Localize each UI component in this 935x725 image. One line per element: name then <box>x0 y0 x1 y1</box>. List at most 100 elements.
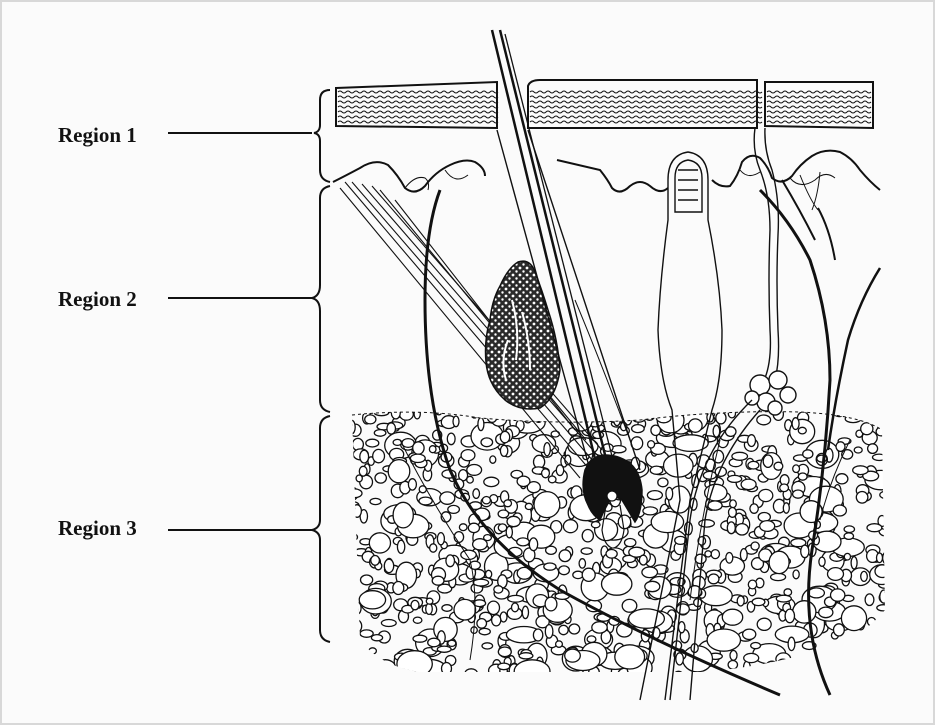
fat-cell <box>544 563 556 570</box>
fat-cell <box>470 406 478 418</box>
fat-cell <box>645 581 660 591</box>
fat-cell <box>374 409 389 416</box>
fat-cell <box>413 442 424 454</box>
fat-cell <box>479 628 490 634</box>
epidermis-texture-line <box>530 96 762 98</box>
fat-cell <box>716 412 726 424</box>
fat-cell <box>426 598 433 604</box>
fat-cell <box>861 423 873 435</box>
fat-cell <box>648 441 655 448</box>
fat-cell <box>478 418 484 431</box>
fat-cell <box>465 669 477 677</box>
region-2-label: Region 2 <box>58 287 137 312</box>
fat-cell <box>514 660 550 683</box>
fat-cell <box>851 557 857 569</box>
fat-cell <box>473 489 480 499</box>
region-3-label: Region 3 <box>58 516 137 541</box>
fat-cell <box>631 409 647 422</box>
epidermis-texture-line <box>338 106 498 108</box>
fat-cell <box>629 609 665 628</box>
fat-cell <box>792 418 799 430</box>
fat-cell <box>845 415 861 422</box>
fat-cell <box>748 461 759 469</box>
fat-cell <box>847 651 857 664</box>
fat-cell <box>859 636 874 649</box>
fat-cell <box>784 589 792 596</box>
fat-cell <box>866 650 879 661</box>
fat-cell <box>679 622 685 633</box>
fat-cell <box>886 613 893 621</box>
fat-cell <box>876 427 886 436</box>
fat-cell <box>632 425 645 433</box>
fat-cell <box>369 533 390 553</box>
fat-cell <box>801 545 809 558</box>
fat-cell <box>508 595 524 602</box>
fat-cell <box>783 503 789 513</box>
fat-cell <box>727 522 735 534</box>
fat-cell <box>728 409 735 418</box>
epidermis-texture-line <box>338 91 498 93</box>
fat-cell <box>677 604 690 614</box>
fat-cell <box>349 420 356 433</box>
fat-cell <box>622 599 637 612</box>
fat-cell <box>883 552 891 565</box>
sebaceous-gland <box>486 261 561 409</box>
epidermis-layer <box>336 80 873 128</box>
fat-cell <box>492 615 501 626</box>
fat-cell <box>603 407 617 418</box>
fat-cell <box>771 573 786 580</box>
fat-cell <box>472 411 484 417</box>
fat-cell <box>533 410 543 423</box>
fat-cell <box>871 635 884 642</box>
fat-cell <box>387 423 396 434</box>
fat-cell <box>752 598 765 605</box>
fat-cell <box>397 651 432 677</box>
fat-cell <box>803 450 813 458</box>
fat-cell <box>868 618 876 626</box>
fat-cell <box>873 454 886 460</box>
fat-cell <box>579 559 585 568</box>
fat-cell <box>522 606 528 618</box>
fat-cell <box>370 498 381 504</box>
fat-cell <box>359 591 385 609</box>
fat-cell <box>736 524 749 535</box>
fat-cell <box>833 505 846 516</box>
fat-cell <box>413 617 422 623</box>
fat-cell <box>582 530 593 542</box>
fat-cell <box>781 664 792 677</box>
fat-cell <box>506 526 512 537</box>
fat-cell <box>639 555 647 565</box>
fat-cell <box>748 580 756 589</box>
fat-cell <box>751 643 761 649</box>
fat-cell <box>361 575 373 585</box>
fat-cell <box>606 550 617 559</box>
fat-cell <box>477 619 487 629</box>
fat-cell <box>730 651 737 661</box>
fat-cell <box>468 523 479 532</box>
fat-cell <box>884 462 894 475</box>
fat-cell <box>788 637 795 650</box>
fat-cell <box>592 622 607 633</box>
fat-cell <box>446 555 455 567</box>
epidermis-texture-line <box>767 121 871 123</box>
region-braces <box>168 90 330 642</box>
fat-cell <box>351 620 362 633</box>
region-1-label: Region 1 <box>58 123 137 148</box>
fat-cell <box>459 524 467 531</box>
fat-cell <box>737 596 744 606</box>
fat-cell <box>548 476 556 483</box>
fat-cell <box>497 406 510 415</box>
fat-cell <box>642 567 658 578</box>
epidermis-texture-line <box>338 96 498 98</box>
fat-cell <box>473 579 488 586</box>
fat-cell <box>500 431 509 442</box>
fat-cell <box>843 659 851 669</box>
fat-cell <box>777 659 789 669</box>
fat-cell <box>854 447 862 453</box>
fat-cell <box>490 456 496 463</box>
fat-cell <box>504 500 512 507</box>
fat-cell <box>875 407 890 418</box>
fat-cell <box>729 508 737 518</box>
fat-cell <box>615 645 645 669</box>
